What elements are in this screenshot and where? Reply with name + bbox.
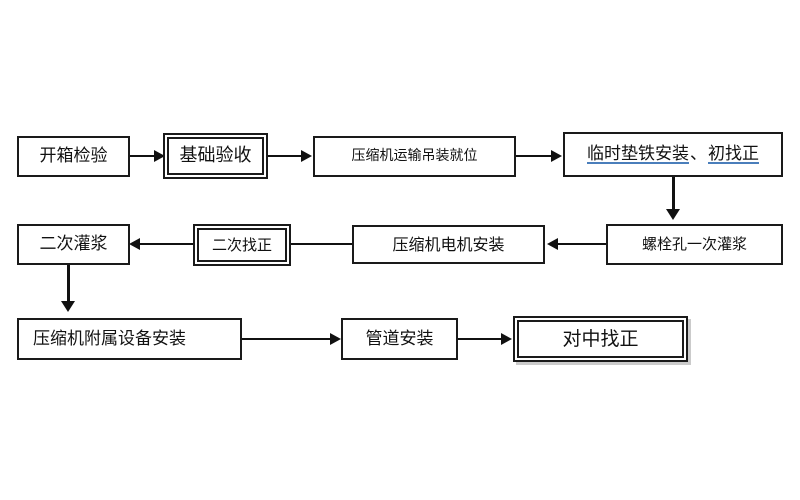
flow-node-label: 压缩机电机安装 [392, 234, 505, 254]
connector-n10-n11 [458, 338, 505, 340]
flow-node-erci-guanjiang[interactable]: 二次灌浆 [17, 224, 130, 265]
flow-node-label: 管道安装 [365, 328, 434, 349]
connector-n2-n3 [268, 155, 306, 157]
connector-n7-n8 [140, 243, 193, 245]
connector-n5-n6 [558, 243, 606, 245]
flow-node-label-separator: 、 [690, 144, 707, 165]
arrowhead-n9-n10 [330, 333, 341, 345]
connector-n4-n5 [672, 177, 675, 213]
flow-node-label-part-a: 临时垫铁安装 [587, 144, 689, 165]
arrowhead-n5-n6 [547, 238, 558, 250]
flow-node-label: 螺栓孔一次灌浆 [641, 235, 747, 254]
connector-n8-n9 [67, 265, 70, 305]
flow-node-erci-zhaozheng[interactable]: 二次找正 [193, 224, 291, 266]
flow-node-fushu-shebei-anzhuang[interactable]: 压缩机附属设备安装 [17, 318, 242, 360]
flow-node-label-part-b: 初找正 [708, 144, 759, 165]
arrowhead-n8-n9 [61, 301, 75, 312]
arrowhead-n2-n3 [301, 150, 312, 162]
connector-n3-n4 [516, 155, 556, 157]
flow-node-label: 开箱检验 [39, 146, 108, 167]
flow-node-duizhong-zhaozheng[interactable]: 对中找正 [513, 316, 688, 362]
flow-node-label: 二次灌浆 [39, 234, 108, 255]
flow-node-yasuoji-dianji-anzhuang[interactable]: 压缩机电机安装 [352, 225, 545, 264]
flow-node-guandao-anzhuang[interactable]: 管道安装 [341, 318, 458, 360]
flow-node-label: 二次找正 [211, 235, 272, 254]
arrowhead-n7-n8 [129, 238, 140, 250]
connector-n9-n10 [242, 338, 334, 340]
connector-n6-n7 [290, 243, 352, 245]
flow-node-label: 基础验收 [179, 145, 252, 167]
flow-node-label: 压缩机附属设备安装 [33, 328, 186, 349]
flow-node-label: 压缩机运输吊装就位 [351, 147, 478, 164]
connector-n1-n2 [130, 155, 156, 157]
flow-node-yunshu-diaozhuang[interactable]: 压缩机运输吊装就位 [313, 136, 516, 177]
flow-node-label: 对中找正 [562, 327, 639, 350]
arrowhead-n4-n5 [666, 209, 680, 220]
flow-node-jichu-yanshou[interactable]: 基础验收 [163, 133, 268, 179]
arrowhead-n3-n4 [551, 150, 562, 162]
arrowhead-n1-n2 [154, 150, 165, 162]
flow-node-kaixiang-jianyan[interactable]: 开箱检验 [17, 136, 130, 177]
flow-node-luoshuankong-guanjiang[interactable]: 螺栓孔一次灌浆 [606, 224, 783, 265]
flow-node-linshi-dietie[interactable]: 临时垫铁安装、初找正 [563, 132, 783, 177]
arrowhead-n10-n11 [501, 333, 512, 345]
